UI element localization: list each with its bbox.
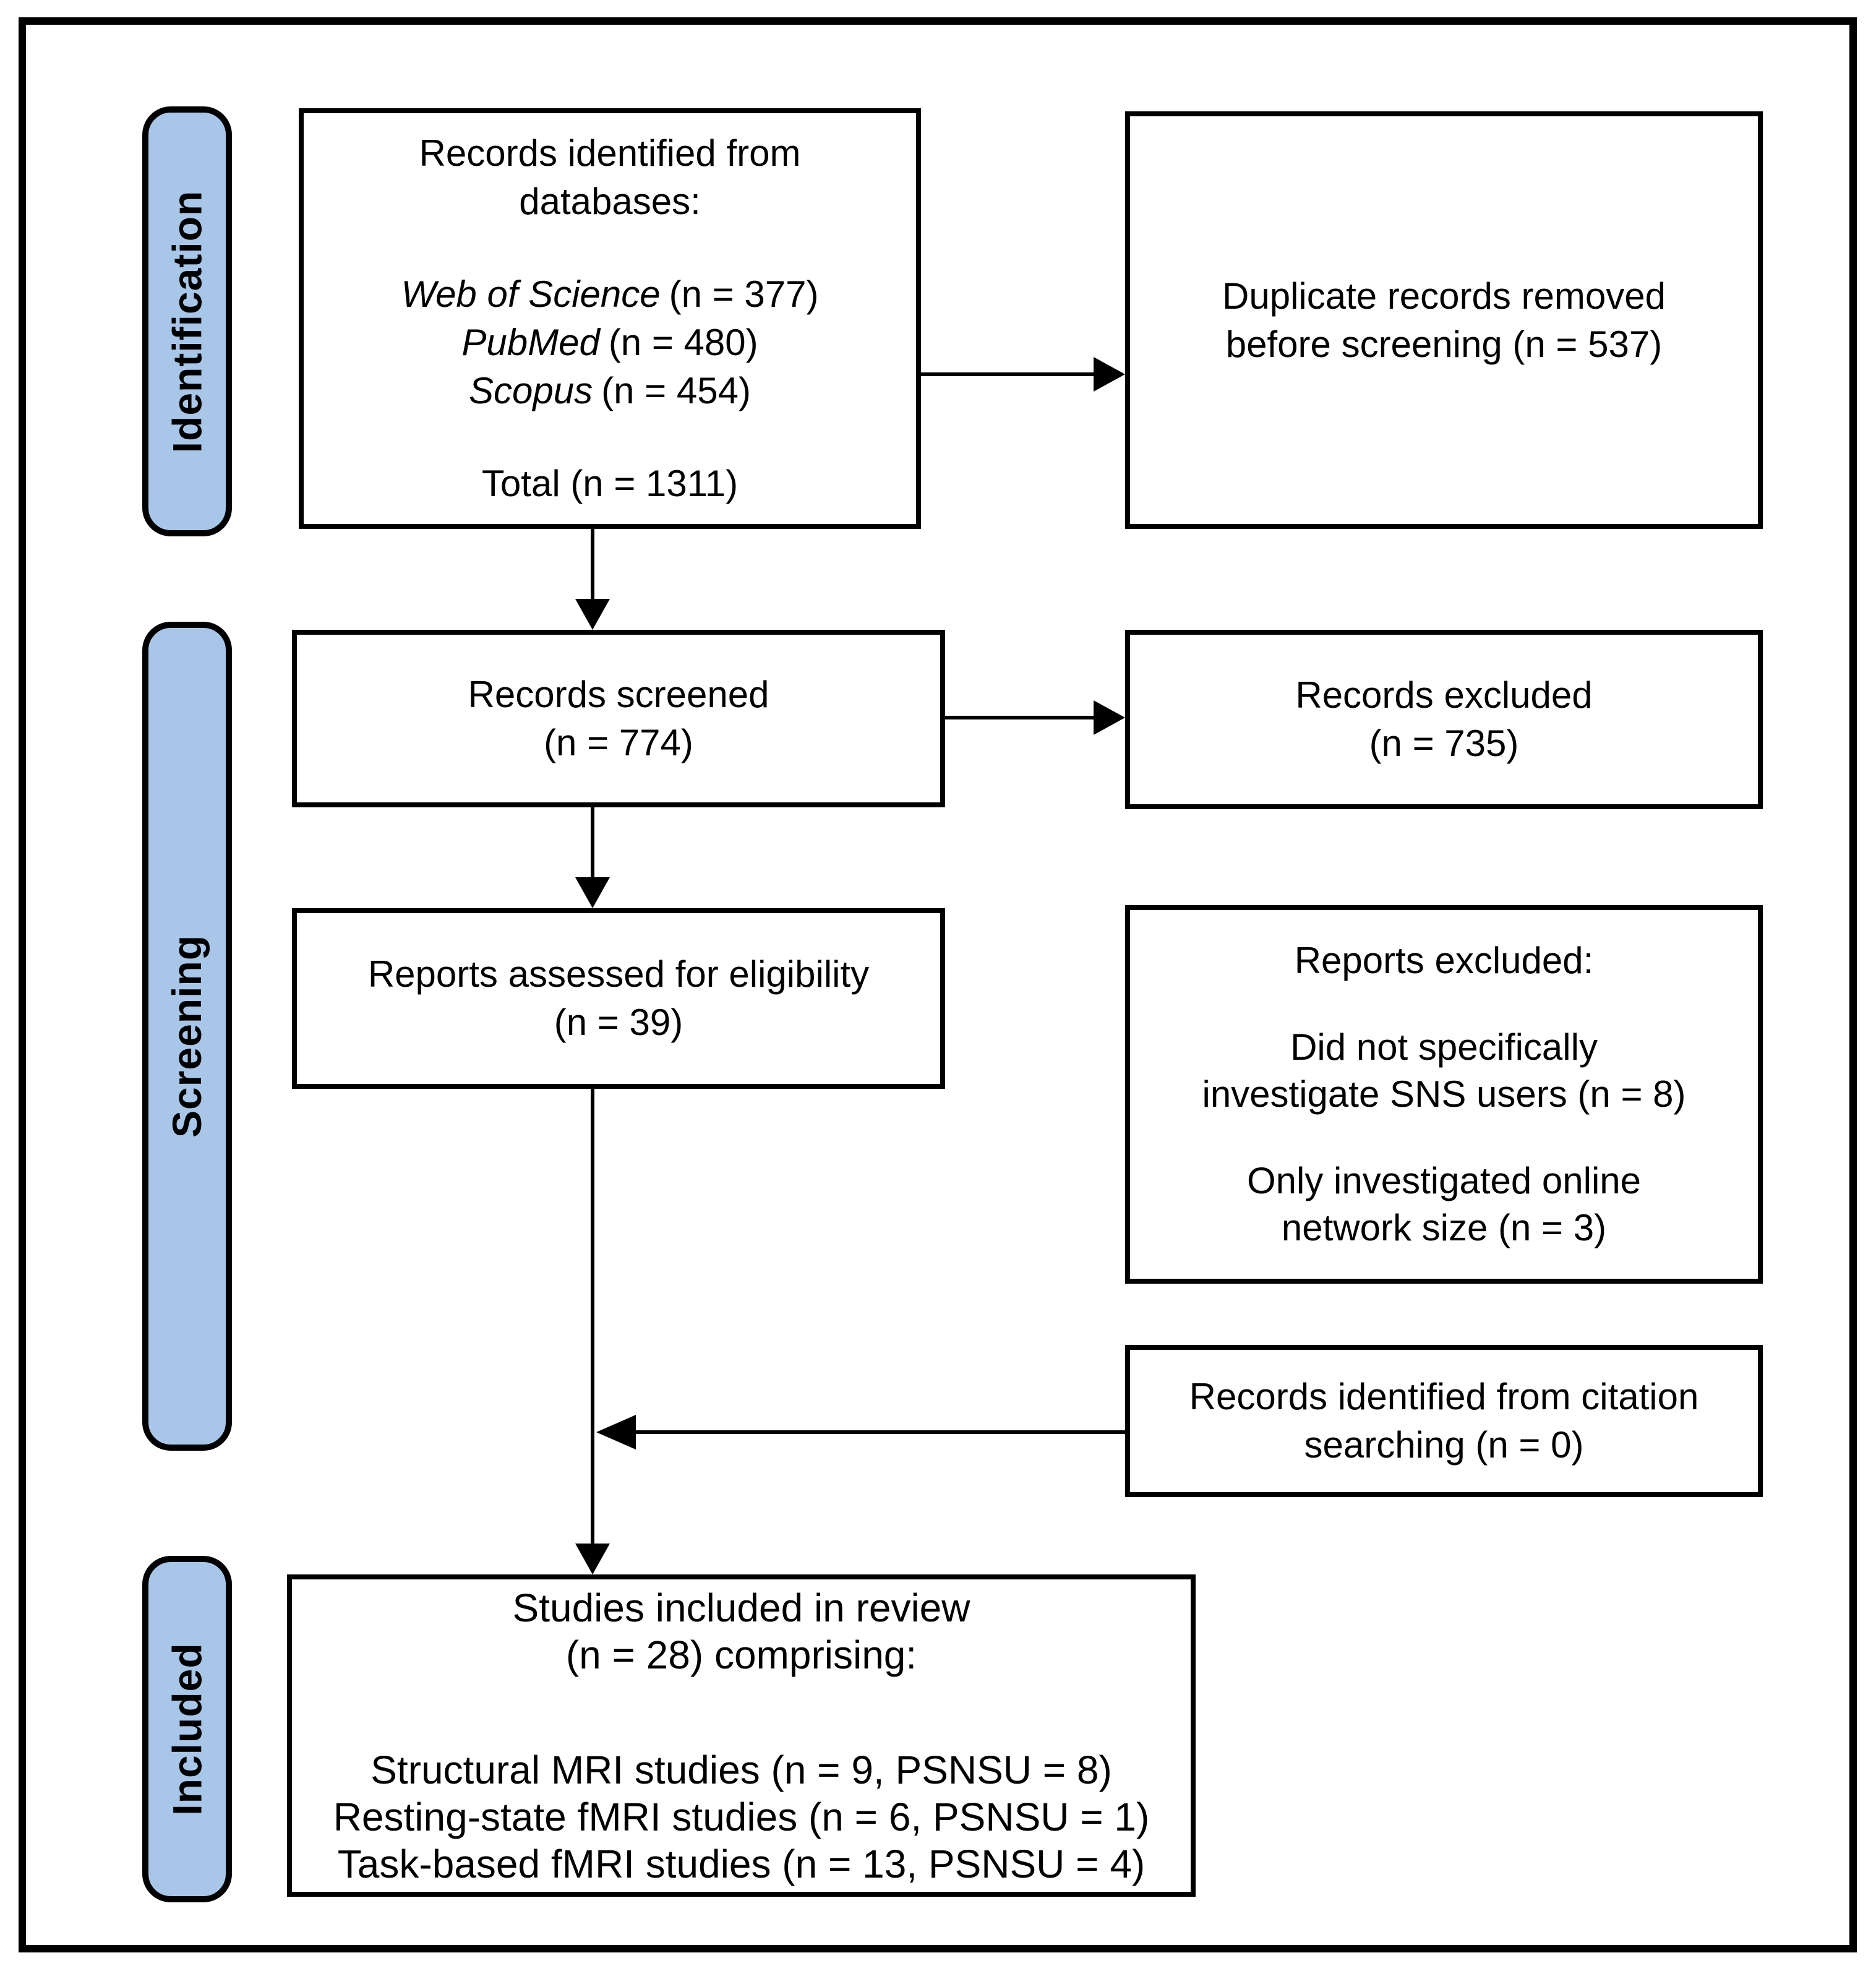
box-records-screened: Records screened (n = 774) — [292, 630, 945, 807]
source-count: (n = 377) — [669, 273, 819, 315]
citation-line1: Records identified from citation — [1189, 1376, 1699, 1417]
stage-identification: Identification — [142, 106, 232, 536]
duplicates-line2: before screening (n = 537) — [1225, 323, 1663, 365]
source-line: Web of Science(n = 377) — [401, 270, 819, 319]
stage-included: Included — [142, 1556, 232, 1902]
stage-identification-label: Identification — [164, 190, 210, 453]
studies-included-item: Task-based fMRI studies (n = 13, PSNSU =… — [337, 1841, 1146, 1886]
reports-excluded-title: Reports excluded: — [1294, 940, 1594, 981]
records-excluded-line1: Records excluded — [1295, 674, 1593, 716]
box-duplicates-removed: Duplicate records removed before screeni… — [1125, 111, 1763, 529]
assessed-line1: Reports assessed for eligibility — [367, 953, 870, 995]
box-records-excluded: Records excluded (n = 735) — [1125, 630, 1763, 809]
records-excluded-line2: (n = 735) — [1369, 723, 1519, 764]
records-identified-line2: databases: — [519, 181, 701, 222]
source-name: Web of Science — [401, 273, 661, 315]
box-reports-assessed: Reports assessed for eligibility (n = 39… — [292, 908, 945, 1089]
studies-included-line2: (n = 28) comprising: — [565, 1632, 917, 1677]
box-records-identified: Records identified from databases: Web o… — [299, 108, 921, 529]
reports-excluded-reason1-line2: investigate SNS users (n = 8) — [1202, 1073, 1686, 1115]
assessed-line2: (n = 39) — [554, 1002, 683, 1043]
records-identified-total: Total (n = 1311) — [481, 463, 739, 504]
source-line: Scopus(n = 454) — [469, 367, 751, 415]
source-line: PubMed(n = 480) — [461, 319, 758, 367]
stage-included-label: Included — [164, 1642, 210, 1816]
box-citation-searching: Records identified from citation searchi… — [1125, 1345, 1763, 1497]
duplicates-line1: Duplicate records removed — [1222, 275, 1666, 317]
source-name: Scopus — [469, 370, 593, 411]
studies-included-item: Structural MRI studies (n = 9, PSNSU = 8… — [370, 1747, 1112, 1792]
source-count: (n = 480) — [608, 322, 758, 363]
studies-included-item: Resting-state fMRI studies (n = 6, PSNSU… — [333, 1794, 1150, 1839]
box-reports-excluded: Reports excluded: Did not specifically i… — [1125, 905, 1763, 1284]
records-identified-line1: Records identified from — [419, 132, 801, 174]
source-name: PubMed — [461, 322, 600, 363]
studies-included-line1: Studies included in review — [512, 1585, 970, 1630]
reports-excluded-reason1-line1: Did not specifically — [1290, 1026, 1598, 1068]
screened-line2: (n = 774) — [544, 721, 693, 763]
stage-screening-label: Screening — [164, 934, 210, 1138]
box-studies-included: Studies included in review (n = 28) comp… — [287, 1574, 1196, 1897]
screened-line1: Records screened — [468, 673, 769, 715]
source-count: (n = 454) — [601, 370, 751, 411]
stage-screening: Screening — [142, 622, 232, 1451]
reports-excluded-reason2-line1: Only investigated online — [1246, 1160, 1642, 1201]
reports-excluded-reason2-line2: network size (n = 3) — [1281, 1207, 1607, 1248]
citation-line2: searching (n = 0) — [1304, 1424, 1584, 1466]
